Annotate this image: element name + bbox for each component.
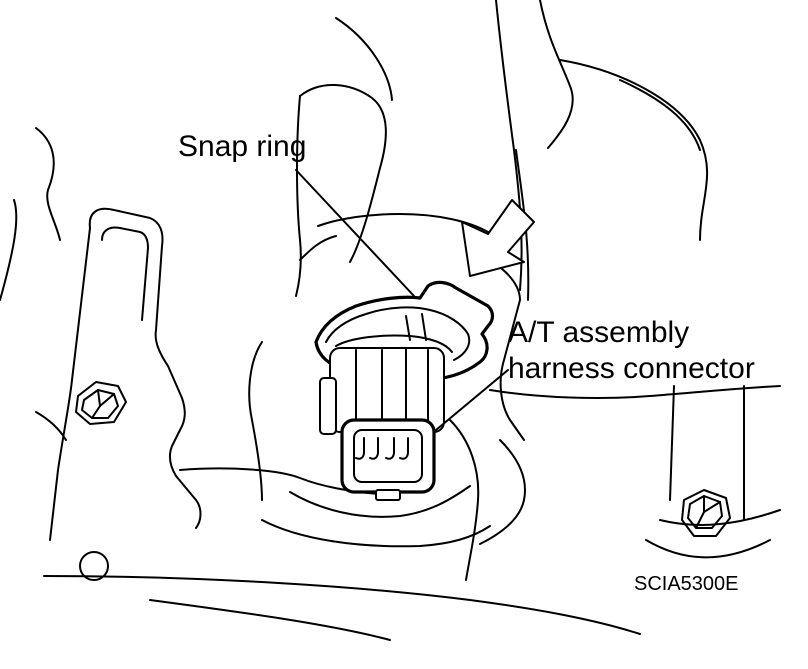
connector-pin-2 [369, 437, 379, 460]
housing-collar [317, 213, 489, 233]
left-bracket-side [49, 227, 91, 541]
snap-ring-label: Snap ring [178, 130, 307, 163]
housing-left-side [295, 95, 302, 297]
connector-pin-4 [399, 437, 409, 460]
figure-code: SCIA5300E [634, 573, 739, 595]
snap-ring-leader [295, 169, 415, 297]
left-casting-edge [35, 127, 61, 241]
left-bolt-icon [75, 381, 127, 425]
harness-connector-label-line2: harness connector [508, 352, 755, 385]
housing-upper-bulge [539, 0, 574, 149]
connector-collar [335, 334, 453, 353]
connector-side-latch [319, 377, 337, 435]
center-casting-right [449, 419, 480, 581]
connector-tab [375, 489, 401, 501]
center-casting-left [248, 341, 263, 501]
housing-left-wall [299, 84, 387, 263]
lower-left-hole [79, 551, 109, 581]
harness-connector-label-line1: A/T assembly [508, 316, 690, 349]
right-lower-corner [645, 539, 771, 559]
arrow-down-left-icon [461, 199, 535, 277]
center-casting-lower-lip [261, 519, 491, 548]
snap-ring-inner [325, 306, 471, 361]
left-bracket-outer [88, 207, 202, 529]
housing-collar-curve [299, 235, 337, 261]
housing-top-arc [335, 17, 393, 101]
center-casting-step [289, 485, 471, 518]
right-lower-rim [659, 509, 781, 526]
right-casting-line [489, 385, 781, 399]
bottom-casting-line [43, 575, 641, 635]
bottom-casting-lower [149, 599, 391, 641]
housing-far-right [559, 59, 709, 241]
connector-face-inner [353, 429, 423, 483]
left-bracket-ledge [35, 411, 67, 441]
center-casting-mid [479, 439, 526, 545]
connector-pin-3 [385, 437, 395, 460]
left-bracket-inner [101, 226, 149, 321]
harness-leader [435, 369, 509, 431]
housing-right-edge [495, 0, 523, 291]
left-casting-curve [0, 199, 18, 301]
right-bolt-icon [681, 489, 731, 537]
right-post-left [669, 385, 675, 501]
housing-far-right-2 [619, 79, 701, 151]
connector-pin-1 [355, 437, 365, 460]
